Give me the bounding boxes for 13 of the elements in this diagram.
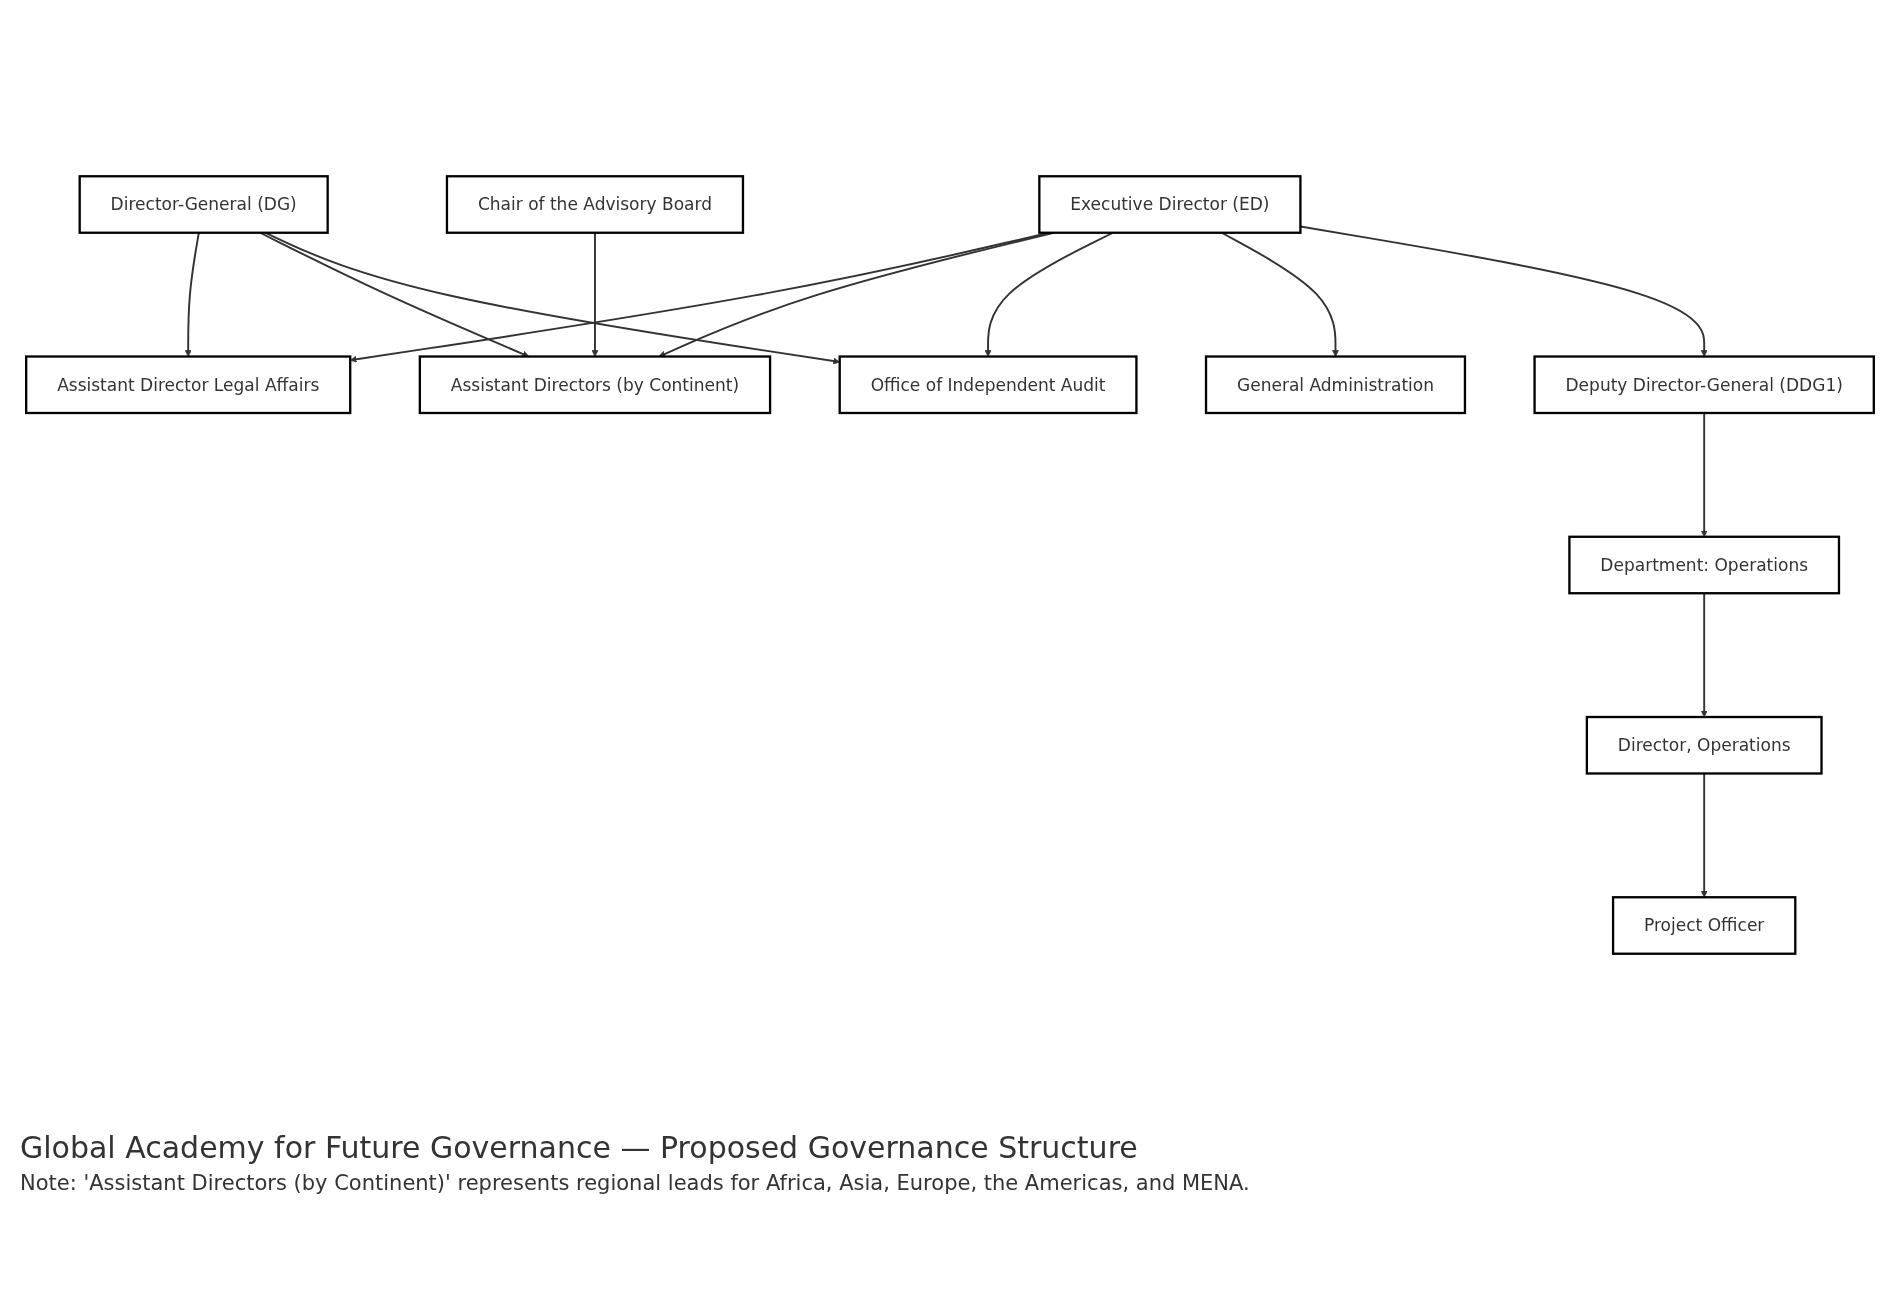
diagram-title: Global Academy for Future Governance — Proposed Governance Structure [20,1130,1139,1165]
node-box: Assistant Director Legal Affairs [25,355,352,415]
node-box: Project Officer [1611,896,1797,955]
node-box: Office of Independent Audit [838,355,1138,415]
node-box: Director-General (DG) [78,175,329,234]
node-box: Deputy Director-General (DDG1) [1533,355,1875,415]
caption-note: Note: 'Assistant Directors (by Continent)' represents regional leads for Africa, Asia, Europe, the Americas, and MENA. [20,1171,1251,1195]
node-box: Department: Operations [1568,535,1841,595]
node-box: Director, Operations [1585,715,1823,775]
node-box: Executive Director (ED) [1038,175,1302,234]
node-box: Assistant Directors (by Continent) [418,355,772,415]
node-box: General Administration [1204,355,1467,415]
node-box: Chair of the Advisory Board [445,175,745,234]
